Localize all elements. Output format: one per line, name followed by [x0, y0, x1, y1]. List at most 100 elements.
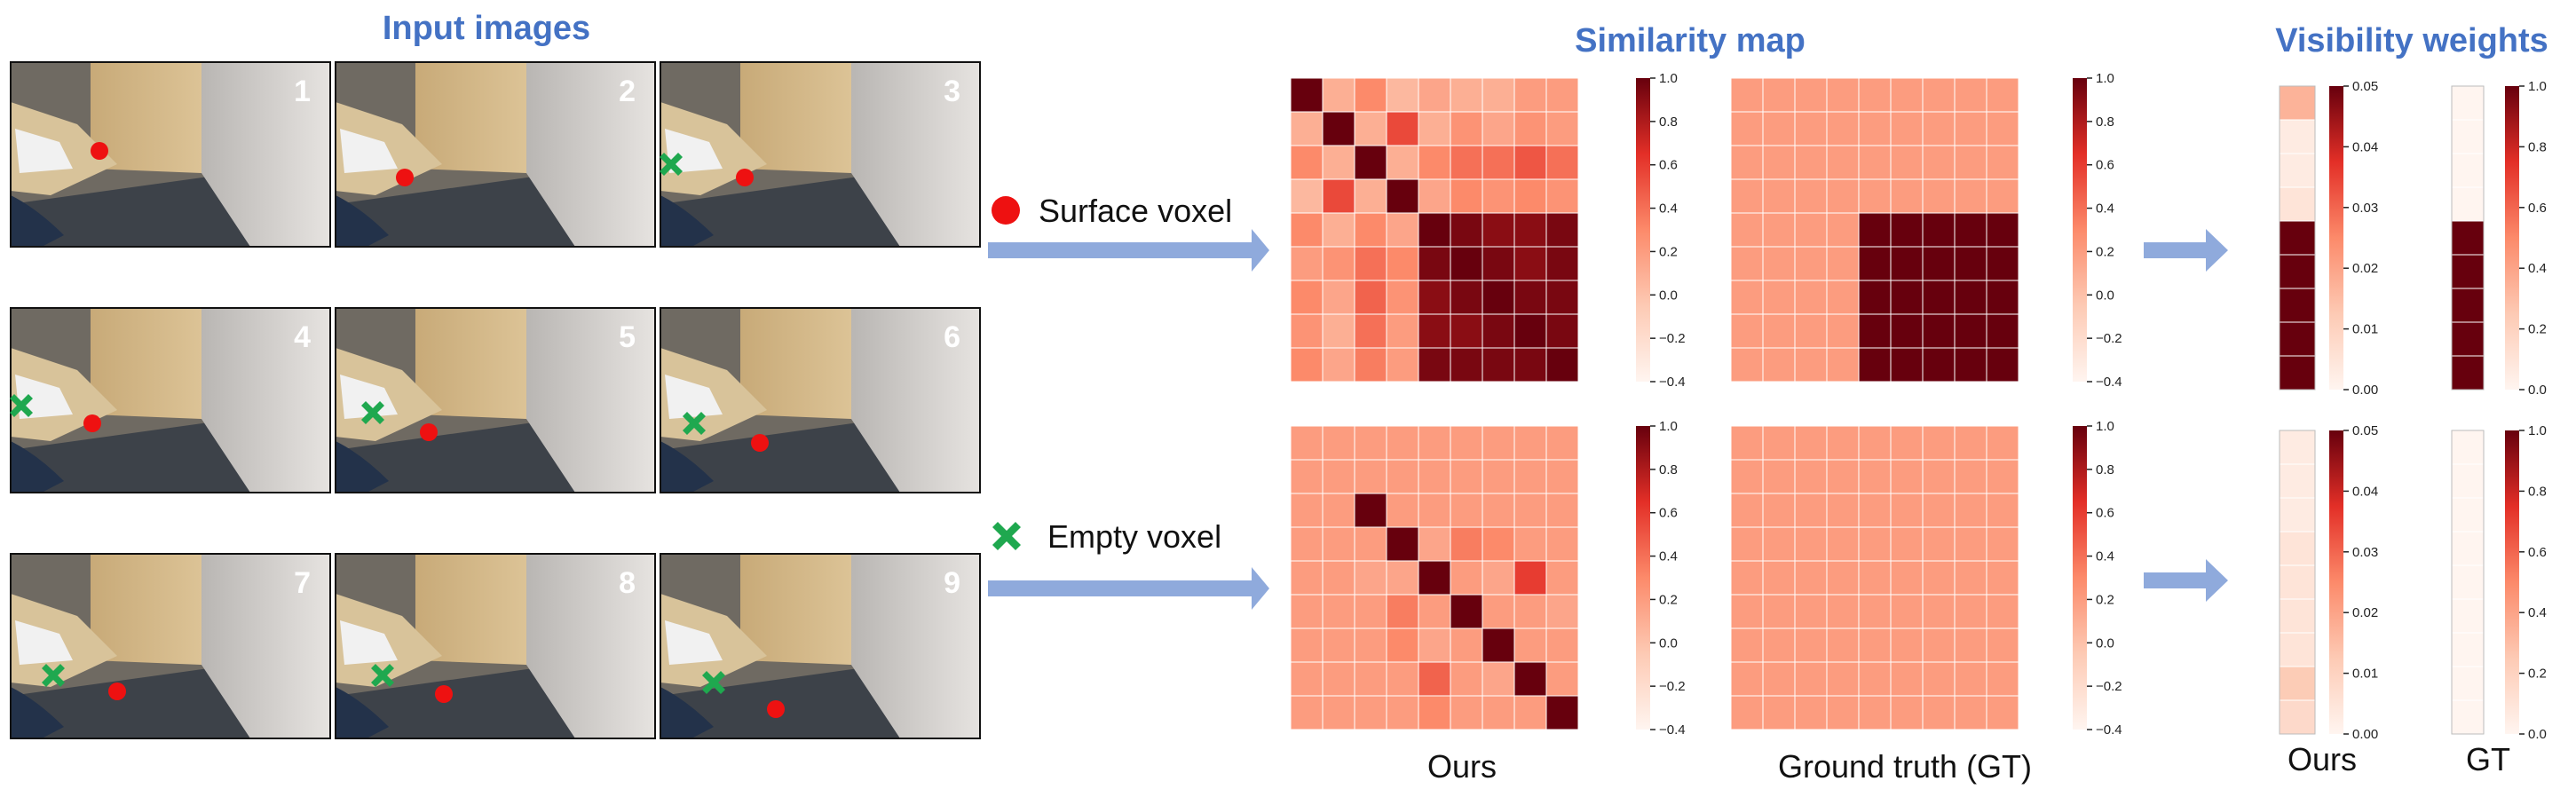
heatmap-cell [1450, 246, 1483, 281]
heatmap-cell [1482, 526, 1515, 562]
heatmap-cell [1354, 178, 1387, 214]
similarity-map-title: Similarity map [1575, 22, 1806, 59]
heatmap-cell [1858, 661, 1892, 697]
heatmap-cell [1354, 246, 1387, 281]
colorbar-tick-label: 0.0 [2528, 383, 2547, 398]
heatmap-cell [2279, 564, 2316, 600]
colorbar-tick-label: 0.8 [2528, 484, 2547, 499]
heatmap-cell [1890, 425, 1924, 461]
image-number: 1 [294, 75, 311, 108]
heatmap-cell [1794, 313, 1828, 349]
heatmap-cell [1858, 212, 1892, 248]
heatmap-cell [2451, 699, 2485, 735]
heatmap-cell [1482, 347, 1515, 383]
heatmap-cell [1730, 459, 1764, 494]
heatmap-cell [2279, 666, 2316, 701]
heatmap-cell [1513, 459, 1547, 494]
heatmap-cell [1986, 246, 2019, 281]
heatmap-cell [1890, 77, 1924, 113]
colorbar-tick-label: 0.8 [2096, 114, 2114, 130]
heatmap-cell [1954, 145, 1987, 180]
heatmap-cell [1762, 313, 1796, 349]
heatmap-cell [1482, 280, 1515, 315]
heatmap-cell [1322, 594, 1355, 629]
colorbar-tick-label: 0.01 [2352, 322, 2378, 337]
heatmap-cell [1513, 526, 1547, 562]
heatmap-cell [1322, 212, 1355, 248]
heatmap-cell [1890, 313, 1924, 349]
heatmap-cell [1730, 493, 1764, 528]
heatmap-cell [1762, 459, 1796, 494]
heatmap-cell [1762, 246, 1796, 281]
heatmap-cell [1954, 695, 1987, 730]
heatmap-cell [1545, 111, 1579, 146]
colorbar-tick-label: −0.2 [1659, 331, 1686, 346]
surface-voxel-marker [83, 414, 101, 432]
heatmap-cell [1482, 627, 1515, 663]
surface-voxel-marker [435, 685, 453, 703]
heatmap-cell [1730, 313, 1764, 349]
heatmap-cell [1954, 280, 1987, 315]
heatmap-cell [1418, 627, 1451, 663]
image-number: 6 [944, 320, 960, 354]
heatmap-cell [1730, 594, 1764, 629]
heatmap-cell [1826, 111, 1860, 146]
caption-ours-vis: Ours [2288, 741, 2357, 777]
heatmap-cell [1986, 560, 2019, 596]
heatmap-cell [1322, 178, 1355, 214]
heatmap-cell [1986, 111, 2019, 146]
heatmap-cell [1322, 425, 1355, 461]
heatmap-cell [1794, 661, 1828, 697]
heatmap-cell [1922, 627, 1956, 663]
heatmap-cell [1986, 526, 2019, 562]
heatmap-cell [1418, 347, 1451, 383]
colorbar-tick-label: 1.0 [1659, 71, 1678, 86]
heatmap-gt-surface: 1.00.80.60.40.20.0−0.2−0.4 [1730, 71, 2122, 390]
input-image-1: 1 [10, 61, 331, 248]
heatmap-cell [1386, 178, 1419, 214]
colorbar-tick-label: −0.2 [2096, 679, 2122, 694]
heatmap-cell [1794, 280, 1828, 315]
heatmap-cell [1890, 459, 1924, 494]
heatmap-cell [1322, 560, 1355, 596]
heatmap-cell [1386, 145, 1419, 180]
heatmap-cell [1826, 246, 1860, 281]
heatmap-cell [1322, 459, 1355, 494]
heatmap-cell [1482, 425, 1515, 461]
heatmap-cell [1386, 695, 1419, 730]
heatmap-cell [1482, 661, 1515, 697]
heatmap-cell [1826, 695, 1860, 730]
colorbar [2073, 78, 2087, 382]
heatmap-cell [1450, 627, 1483, 663]
empty-voxel-label: Empty voxel [1047, 518, 1221, 555]
heatmap-cell [1482, 145, 1515, 180]
heatmap-cell [1890, 246, 1924, 281]
heatmap-cell [1545, 425, 1579, 461]
heatmap-cell [1418, 280, 1451, 315]
colorbar [1636, 78, 1650, 382]
heatmap-cell [1322, 77, 1355, 113]
heatmap-cell [2279, 598, 2316, 634]
image-number: 9 [944, 566, 960, 600]
heatmap-cell [2279, 153, 2316, 188]
heatmap-cell [1794, 77, 1828, 113]
arrow-surface [988, 229, 1269, 272]
surface-voxel-marker [420, 423, 438, 441]
heatmap-cell [1354, 280, 1387, 315]
colorbar [2329, 430, 2343, 734]
heatmap-cell [1418, 493, 1451, 528]
colorbar-tick-label: 0.8 [2096, 462, 2114, 477]
heatmap-cell [2279, 531, 2316, 566]
heatmap-cell [1386, 594, 1419, 629]
heatmap-cell [1890, 661, 1924, 697]
heatmap-cell [1450, 178, 1483, 214]
colorbar-tick-label: 0.01 [2352, 667, 2378, 682]
heatmap-cell [1858, 560, 1892, 596]
heatmap-cell [1482, 313, 1515, 349]
colorbar-tick-label: 0.04 [2352, 484, 2378, 499]
heatmap-cell [2451, 355, 2485, 391]
heatmap-cell [2451, 153, 2485, 188]
heatmap-cell [1418, 313, 1451, 349]
colorbar-tick-label: 1.0 [2096, 71, 2114, 86]
heatmap-cell [1794, 594, 1828, 629]
